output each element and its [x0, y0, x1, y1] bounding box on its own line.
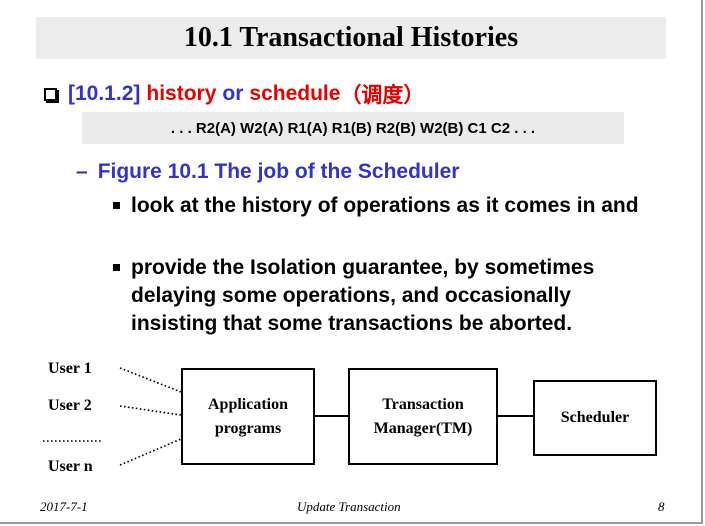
- chinese-term: （调度）: [340, 83, 425, 107]
- history-sequence-box: . . . R2(A) W2(A) R1(A) R1(B) R2(B) W2(B…: [82, 112, 624, 144]
- checkbox-bullet-icon: [44, 87, 57, 101]
- term-schedule: schedule: [249, 82, 341, 105]
- connector-user1: [119, 367, 182, 393]
- title-bar: 10.1 Transactional Histories: [36, 17, 666, 59]
- user-label: User 2: [48, 397, 92, 414]
- subheading: – Figure 10.1 The job of the Scheduler: [76, 158, 459, 186]
- history-sequence: . . . R2(A) W2(A) R1(A) R1(B) R2(B) W2(B…: [170, 119, 536, 137]
- footer-date: 2017-7-1: [40, 499, 88, 514]
- term-history: history: [146, 82, 217, 105]
- square-bullet-icon: [113, 264, 120, 271]
- square-bullet-icon: [113, 202, 120, 209]
- scheduler-box: Scheduler: [533, 380, 657, 456]
- transaction-manager-label: Transaction Manager(TM): [373, 395, 473, 437]
- application-programs-box: Application programs: [181, 368, 315, 465]
- section-number: [10.1.2]: [68, 82, 141, 105]
- subheading-text: Figure 10.1 The job of the Scheduler: [97, 160, 460, 183]
- bullet-item: look at the history of operations as it …: [113, 192, 661, 220]
- word-or: or: [222, 82, 244, 105]
- scheduler-label: Scheduler: [560, 409, 630, 426]
- slide-title: 10.1 Transactional Histories: [183, 22, 519, 53]
- dash-bullet: –: [76, 160, 88, 183]
- bullet-text: provide the Isolation guarantee, by some…: [131, 256, 595, 335]
- transaction-manager-box: Transaction Manager(TM): [348, 368, 498, 465]
- user-label: User 1: [48, 360, 92, 377]
- bullet-text: look at the history of operations as it …: [131, 194, 639, 217]
- heading-line: [10.1.2] history or schedule （调度）: [44, 80, 424, 108]
- connector-usern: [119, 438, 182, 466]
- user-label: User n: [48, 458, 93, 475]
- connector-user2: [119, 405, 182, 416]
- application-programs-label: Application programs: [207, 395, 288, 437]
- bullet-item: provide the Isolation guarantee, by some…: [113, 254, 661, 338]
- footer-page-number: 8: [658, 499, 665, 514]
- footer-title: Update Transaction: [297, 499, 401, 514]
